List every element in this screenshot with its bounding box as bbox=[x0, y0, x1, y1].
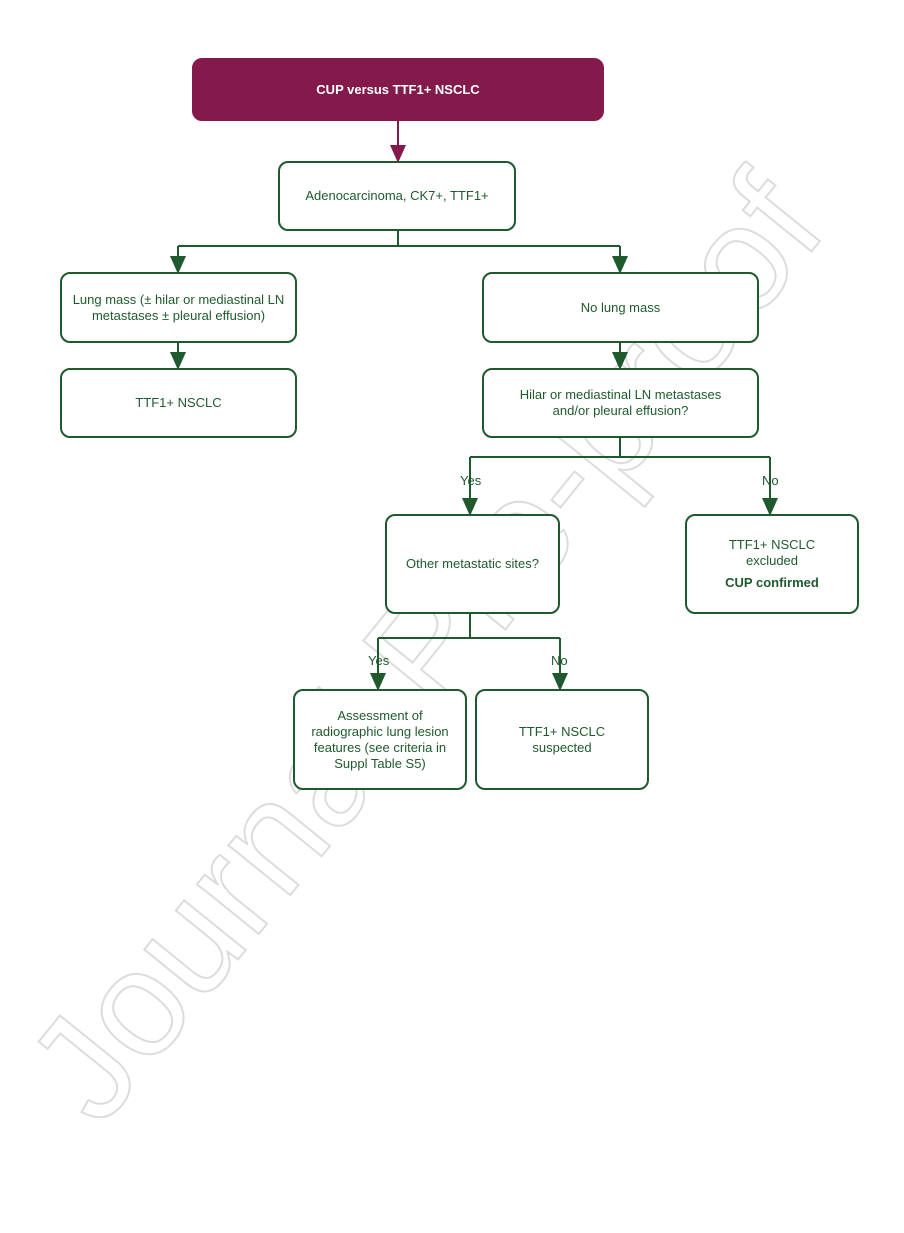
label-no-1: No bbox=[762, 473, 779, 488]
title-node: CUP versus TTF1+ NSCLC bbox=[192, 58, 604, 121]
node-adenocarcinoma: Adenocarcinoma, CK7+, TTF1+ bbox=[278, 161, 516, 231]
node-suspected: TTF1+ NSCLC suspected bbox=[475, 689, 649, 790]
label-no-2: No bbox=[551, 653, 568, 668]
node-ttf1-nsclc: TTF1+ NSCLC bbox=[60, 368, 297, 438]
node-assessment: Assessment of radiographic lung lesion f… bbox=[293, 689, 467, 790]
node-other-sites: Other metastatic sites? bbox=[385, 514, 560, 614]
node-adenocarcinoma-text: Adenocarcinoma, CK7+, TTF1+ bbox=[305, 188, 489, 203]
label-yes-2: Yes bbox=[368, 653, 390, 668]
node-excluded: TTF1+ NSCLC excluded CUP confirmed bbox=[685, 514, 859, 614]
node-lung-mass: Lung mass (± hilar or mediastinal LN met… bbox=[60, 272, 297, 343]
node-hilar-question: Hilar or mediastinal LN metastases and/o… bbox=[482, 368, 759, 438]
node-no-lung-mass: No lung mass bbox=[482, 272, 759, 343]
title-text: CUP versus TTF1+ NSCLC bbox=[316, 81, 480, 97]
cup-confirmed: CUP confirmed bbox=[725, 575, 819, 590]
label-yes-1: Yes bbox=[460, 473, 482, 488]
